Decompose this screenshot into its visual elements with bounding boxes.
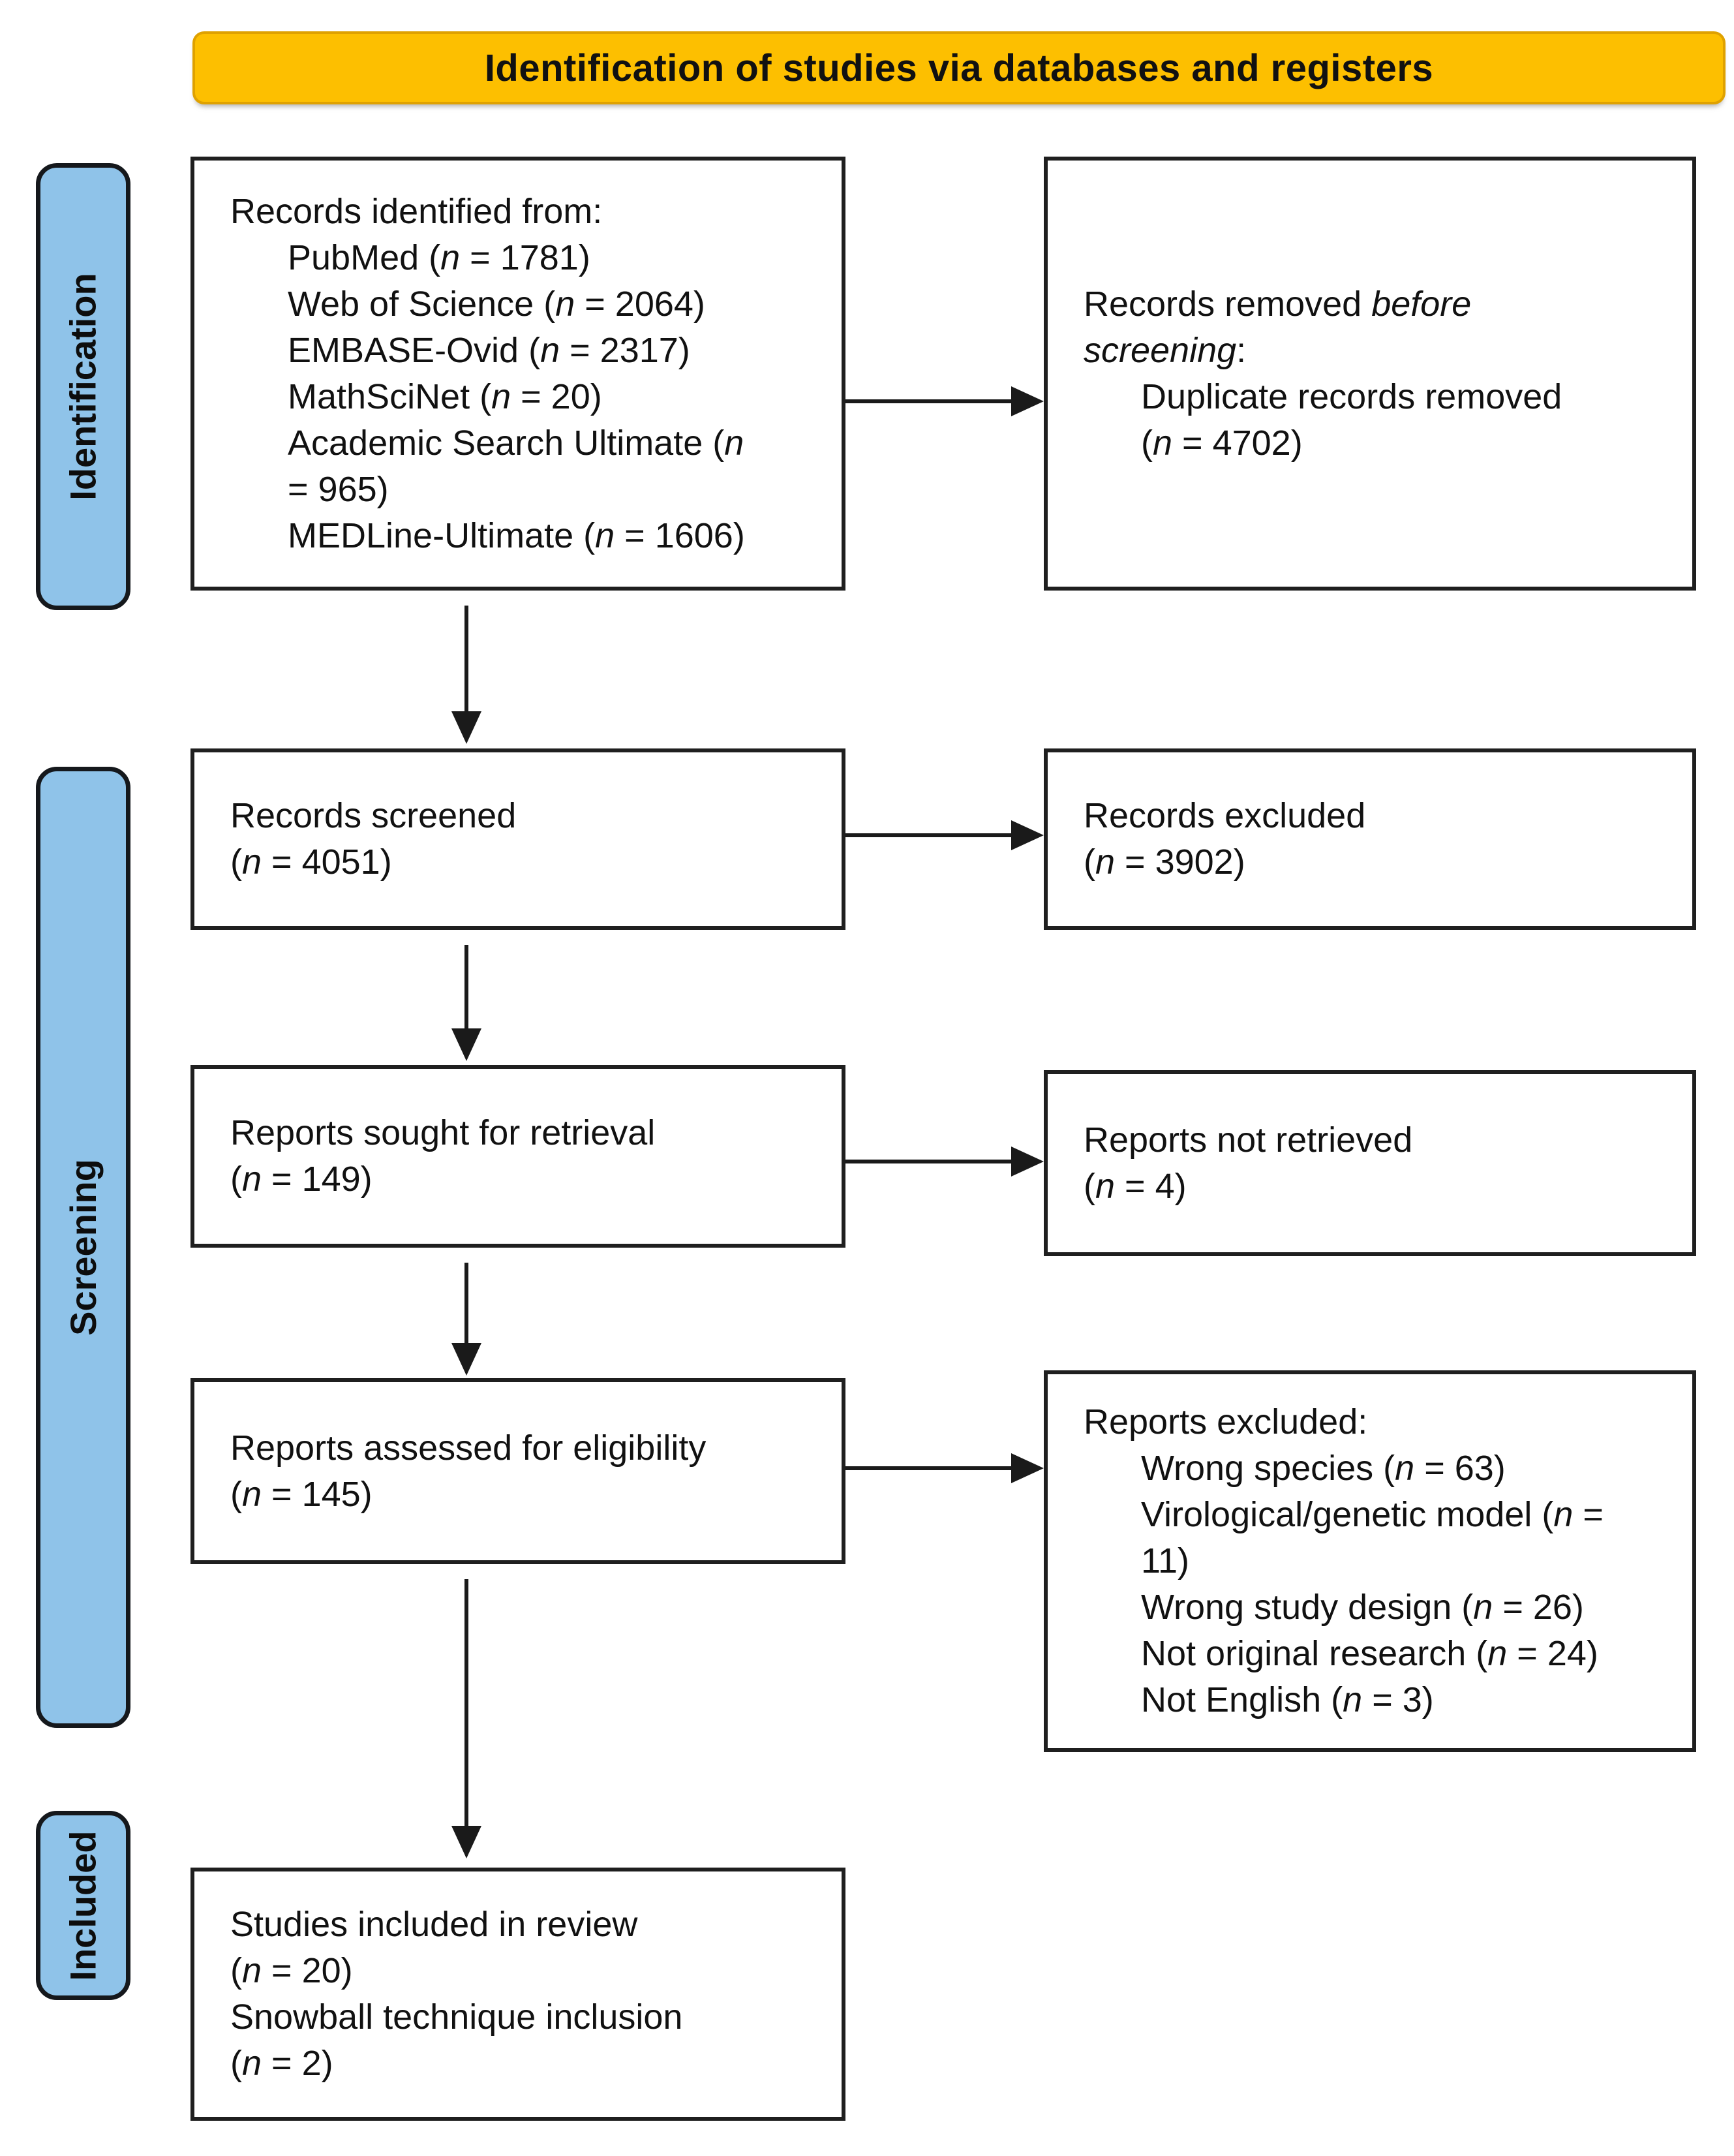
arrow-screened-to-excluded-shaft bbox=[845, 833, 1012, 837]
studies-included-box: Studies included in review (n = 20) Snowba… bbox=[190, 1868, 845, 2121]
text-line: EMBASE-Ovid (n = 2317) bbox=[288, 330, 690, 370]
text-line: Reports not retrieved bbox=[1084, 1120, 1413, 1160]
arrow-screened-to-excluded-head bbox=[1011, 820, 1044, 850]
text-line: (n = 149) bbox=[230, 1160, 373, 1199]
records-removed-before-screening-box: Records removed before screening: Duplicat… bbox=[1044, 157, 1696, 591]
title-banner: Identification of studies via databases … bbox=[192, 31, 1726, 104]
text-line: Duplicate records removed bbox=[1141, 377, 1562, 416]
diagram-title: Identification of studies via databases … bbox=[484, 46, 1434, 89]
text-line: Not original research (n = 24) bbox=[1141, 1634, 1598, 1673]
arrow-identified-to-removed-head bbox=[1011, 386, 1044, 416]
text-line: Academic Search Ultimate (n bbox=[288, 423, 744, 463]
text-line: Records removed before bbox=[1084, 284, 1472, 324]
text-line: (n = 3902) bbox=[1084, 842, 1245, 882]
text-line: 11) bbox=[1141, 1541, 1190, 1580]
arrow-identified-to-removed-shaft bbox=[845, 399, 1012, 403]
arrow-identified-to-screened-shaft bbox=[464, 606, 468, 714]
text-line: Not English (n = 3) bbox=[1141, 1680, 1434, 1719]
arrow-assessed-to-included-shaft bbox=[464, 1579, 468, 1828]
text-line: (n = 4702) bbox=[1141, 423, 1303, 463]
arrow-screened-to-sought-shaft bbox=[464, 945, 468, 1031]
text-line: = 965) bbox=[288, 469, 389, 509]
text-line: (n = 2) bbox=[230, 2044, 333, 2083]
text-line: Studies included in review bbox=[230, 1905, 638, 1944]
text-line: Records excluded bbox=[1084, 796, 1366, 835]
arrow-assessed-to-reports-excluded-head bbox=[1011, 1453, 1044, 1483]
arrow-sought-to-assessed-head bbox=[451, 1343, 481, 1376]
text-line: Web of Science (n = 2064) bbox=[288, 284, 705, 324]
arrow-identified-to-screened-head bbox=[451, 711, 481, 744]
stage-included: Included bbox=[36, 1811, 130, 2000]
text-line: Snowball technique inclusion bbox=[230, 1997, 683, 2037]
reports-sought-box: Reports sought for retrieval (n = 149) bbox=[190, 1065, 845, 1248]
arrow-assessed-to-reports-excluded-shaft bbox=[845, 1466, 1012, 1470]
records-excluded-box: Records excluded (n = 3902) bbox=[1044, 748, 1696, 930]
text-line: Records identified from: bbox=[230, 191, 603, 231]
text-line: Wrong species (n = 63) bbox=[1141, 1449, 1506, 1488]
arrow-sought-to-assessed-shaft bbox=[464, 1263, 468, 1346]
text-line: screening: bbox=[1084, 330, 1247, 370]
stage-included-label: Included bbox=[63, 1830, 104, 1981]
reports-assessed-box: Reports assessed for eligibility (n = 145… bbox=[190, 1378, 845, 1564]
text-line: Reports sought for retrieval bbox=[230, 1113, 656, 1152]
stage-identification: Identification bbox=[36, 163, 130, 610]
arrow-assessed-to-included-head bbox=[451, 1826, 481, 1858]
text-line: PubMed (n = 1781) bbox=[288, 238, 590, 277]
records-screened-box: Records screened (n = 4051) bbox=[190, 748, 845, 930]
text-line: (n = 4) bbox=[1084, 1166, 1187, 1206]
arrow-sought-to-not-retrieved-head bbox=[1011, 1147, 1044, 1177]
text-line: (n = 20) bbox=[230, 1951, 353, 1990]
reports-excluded-box: Reports excluded: Wrong species (n = 63) V… bbox=[1044, 1370, 1696, 1752]
reports-not-retrieved-box: Reports not retrieved (n = 4) bbox=[1044, 1070, 1696, 1256]
text-line: MathSciNet (n = 20) bbox=[288, 377, 602, 416]
arrow-sought-to-not-retrieved-shaft bbox=[845, 1160, 1012, 1163]
stage-screening: Screening bbox=[36, 767, 130, 1728]
text-line: Wrong study design (n = 26) bbox=[1141, 1588, 1584, 1627]
text-line: Records screened bbox=[230, 796, 517, 835]
records-identified-box: Records identified from: PubMed (n = 1781… bbox=[190, 157, 845, 591]
arrow-screened-to-sought-head bbox=[451, 1028, 481, 1061]
stage-identification-label: Identification bbox=[63, 273, 104, 501]
text-line: Virological/genetic model (n = bbox=[1141, 1495, 1604, 1534]
text-line: (n = 4051) bbox=[230, 842, 392, 882]
text-line: (n = 145) bbox=[230, 1474, 373, 1514]
stage-screening-label: Screening bbox=[63, 1159, 104, 1336]
text-line: MEDLine-Ultimate (n = 1606) bbox=[288, 516, 745, 555]
text-line: Reports assessed for eligibility bbox=[230, 1428, 707, 1468]
text-line: Reports excluded: bbox=[1084, 1402, 1368, 1441]
